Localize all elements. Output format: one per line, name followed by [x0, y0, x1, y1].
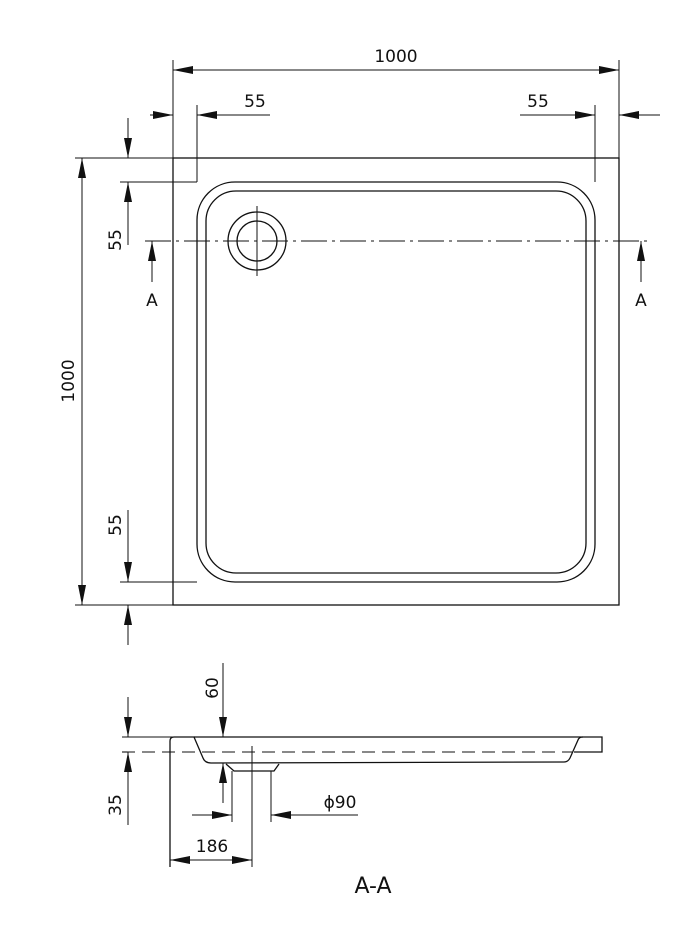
- drain-depth-label: 60: [203, 677, 223, 699]
- section-mark-left: A: [146, 291, 158, 311]
- rim-right-label: 55: [527, 92, 549, 112]
- drain-offset-label: 186: [196, 837, 228, 857]
- section-mark-right: A: [635, 291, 647, 311]
- basin-inner-edge: [205, 190, 587, 574]
- basin-outer-edge: [196, 181, 596, 583]
- rim-top-label: 55: [106, 229, 126, 251]
- section-view: 60 35 ϕ90 186 A-A: [106, 663, 603, 899]
- drain-diameter-label: ϕ90: [324, 793, 357, 813]
- tray-outline: [172, 157, 620, 606]
- width-label: 1000: [374, 47, 417, 67]
- section-title: A-A: [354, 874, 391, 899]
- rim-bottom-label: 55: [106, 514, 126, 536]
- depth-label: 1000: [59, 359, 79, 402]
- rim-height-label: 35: [106, 794, 126, 816]
- drain-funnel: [225, 763, 280, 772]
- rim-left-label: 55: [244, 92, 266, 112]
- plan-view: 1000 55 55 1000 55 55 A A: [59, 47, 660, 645]
- tray-section-profile: [169, 736, 603, 867]
